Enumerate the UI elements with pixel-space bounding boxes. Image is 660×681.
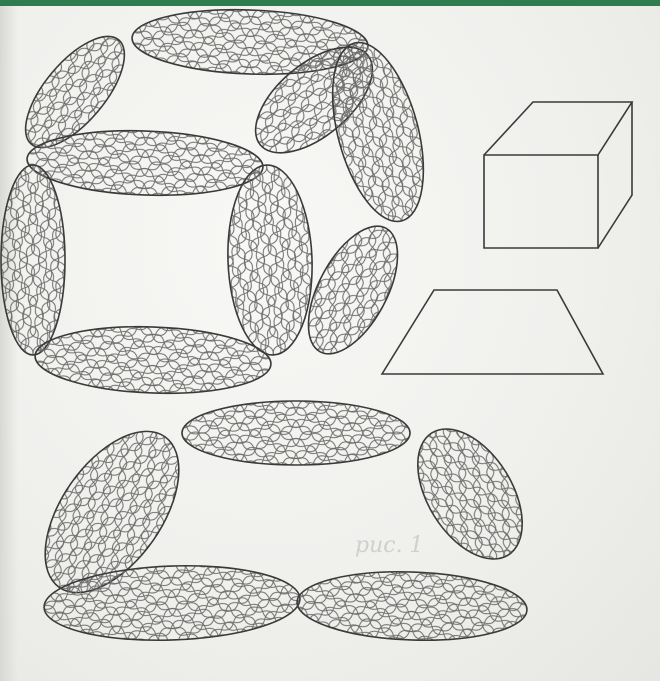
trapezoid-drawing	[382, 290, 603, 374]
ellipse-bottom	[34, 323, 272, 397]
arched-ellipse-ring	[18, 401, 543, 644]
arch-ellipse-top	[182, 401, 410, 465]
ellipse-left-vertical	[1, 165, 65, 355]
ellipse-middle-left	[26, 127, 264, 199]
hexagonal-ellipse-ring	[1, 6, 440, 397]
faint-handwritten-text: рис. 1	[355, 533, 424, 558]
cube-drawing	[484, 102, 632, 248]
ellipse-center-vertical	[225, 164, 316, 357]
arch-ellipse-bottom-right	[296, 568, 528, 644]
